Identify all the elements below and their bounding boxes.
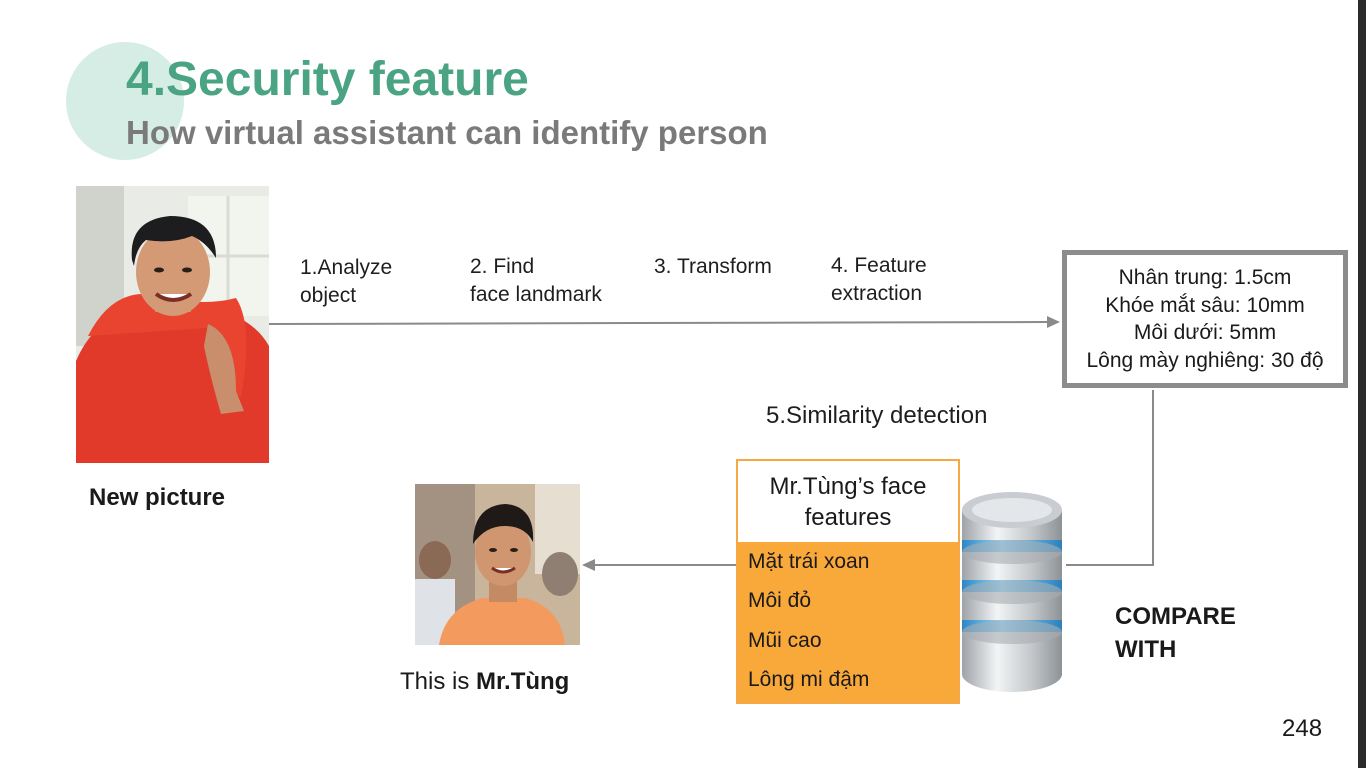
feature-item: Mũi cao	[748, 628, 822, 652]
arrow-left-icon	[582, 559, 736, 571]
new-picture-caption: New picture	[89, 484, 226, 511]
compare-with-label: COMPARE WITH	[1115, 603, 1236, 663]
feature-item: Môi đỏ	[748, 589, 812, 613]
feature-measurements-box: Nhân trung: 1.5cm Khóe mắt sâu: 10mm Môi…	[1062, 250, 1348, 388]
stored-features-card: Mr.Tùng’s face features Mặt trái xoan Mô…	[736, 459, 960, 704]
step-feature-extraction: 4. Feature extraction	[831, 254, 927, 305]
measurement-eye-corner: Khóe mắt sâu: 10mm	[1105, 293, 1305, 317]
feature-item: Lông mi đậm	[748, 668, 870, 692]
connector-box-to-database	[1066, 390, 1154, 566]
step-analyze-object: 1.Analyze object	[300, 256, 393, 307]
measurement-philtrum: Nhân trung: 1.5cm	[1118, 266, 1292, 289]
identified-person-photo	[415, 484, 580, 645]
slide-subtitle: How virtual assistant can identify perso…	[126, 114, 768, 151]
identified-caption-prefix: This is	[400, 668, 477, 695]
database-icon	[962, 492, 1062, 692]
feature-item: Mặt trái xoan	[748, 549, 870, 573]
measurement-eyebrow-angle: Lông mày nghiêng: 30 độ	[1086, 348, 1324, 372]
stored-features-title: Mr.Tùng’s face features	[738, 461, 958, 542]
decorative-circle	[66, 42, 184, 160]
identified-caption: This is Mr.Tùng	[400, 668, 569, 696]
step-similarity-detection: 5.Similarity detection	[766, 402, 988, 429]
identified-person-name: Mr.Tùng	[476, 668, 570, 695]
arrow-right-icon	[268, 316, 1060, 328]
step-find-face-landmark: 2. Find face landmark	[470, 255, 602, 306]
new-person-photo	[76, 186, 269, 463]
page-number: 248	[1282, 715, 1323, 742]
screen-edge	[1358, 0, 1366, 768]
step-transform: 3. Transform	[654, 255, 772, 278]
slide-title: 4.Security feature	[126, 53, 529, 106]
measurement-lower-lip: Môi dưới: 5mm	[1133, 321, 1277, 344]
